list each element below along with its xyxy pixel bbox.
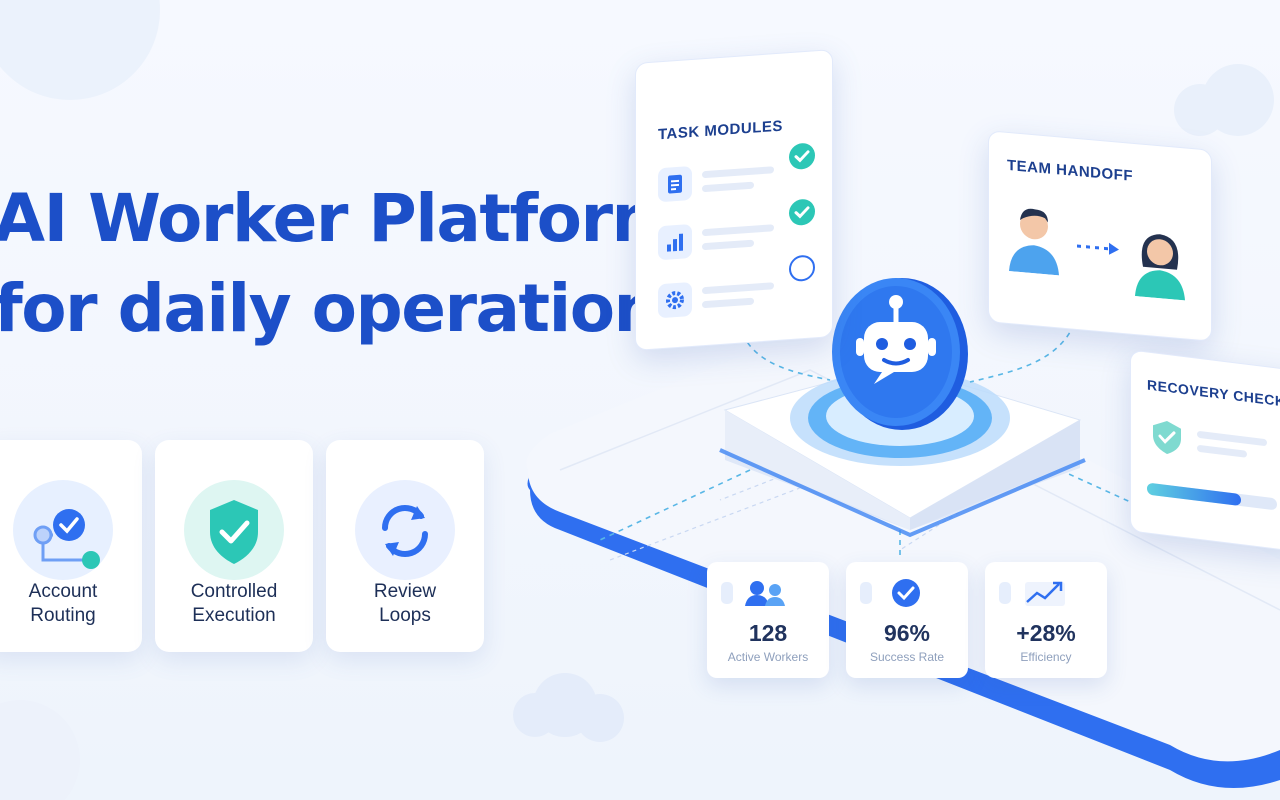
check-circle-icon [860,578,932,613]
stat-value: 128 [748,620,788,646]
check-circle-icon[interactable] [788,141,816,176]
stat-card-active-workers[interactable]: 128 Active Workers [707,562,829,678]
stat-card-efficiency[interactable]: +28% Efficiency [985,562,1107,678]
users-icon [721,578,793,613]
arrow-right-icon [1075,239,1123,262]
team-handoff-title: TEAM HANDOFF [1007,156,1133,185]
stat-value: 96% [883,620,931,646]
routing-icon [13,480,113,580]
hero-title-line2: for daily operations [0,270,698,347]
empty-circle-icon[interactable] [788,253,816,288]
document-icon [658,165,692,203]
check-circle-icon[interactable] [788,197,816,232]
task-modules-title: TASK MODULES [658,117,783,144]
stat-value: +28% [1016,620,1076,646]
row-bar [702,181,754,193]
robot-icon [832,278,968,430]
connector-line [734,304,831,381]
avatar-man [1005,201,1063,281]
row-bar [702,239,754,251]
row-bar [702,224,774,237]
ai-robot-hub[interactable] [828,272,972,432]
bar-chart-icon [658,223,692,261]
shield-check-icon [184,480,284,580]
row-bar [1197,444,1247,458]
avatar-woman [1129,226,1191,306]
recovery-checks-title: RECOVERY CHECKS [1147,376,1280,411]
recovery-checks-panel[interactable]: RECOVERY CHECKS [1130,349,1280,553]
trend-up-icon [999,578,1071,613]
row-bar [702,297,754,309]
shield-check-icon [1151,417,1183,462]
recovery-progress-fill [1147,482,1241,507]
team-handoff-panel[interactable]: TEAM HANDOFF [988,130,1212,342]
stat-caption: Efficiency [1020,650,1072,664]
stat-caption: Active Workers [727,650,809,664]
row-bar [1197,430,1267,447]
gear-icon [658,281,692,319]
row-bar [702,166,774,179]
connector-line [969,304,1081,383]
refresh-icon [355,480,455,580]
row-bar [702,282,774,295]
task-modules-panel[interactable]: TASK MODULES [635,49,833,351]
stat-caption: Success Rate [869,650,945,664]
stat-card-success-rate[interactable]: 96% Success Rate [846,562,968,678]
hero-title-line1: AI Worker Platform [0,180,680,257]
recovery-progress-track [1147,482,1277,511]
